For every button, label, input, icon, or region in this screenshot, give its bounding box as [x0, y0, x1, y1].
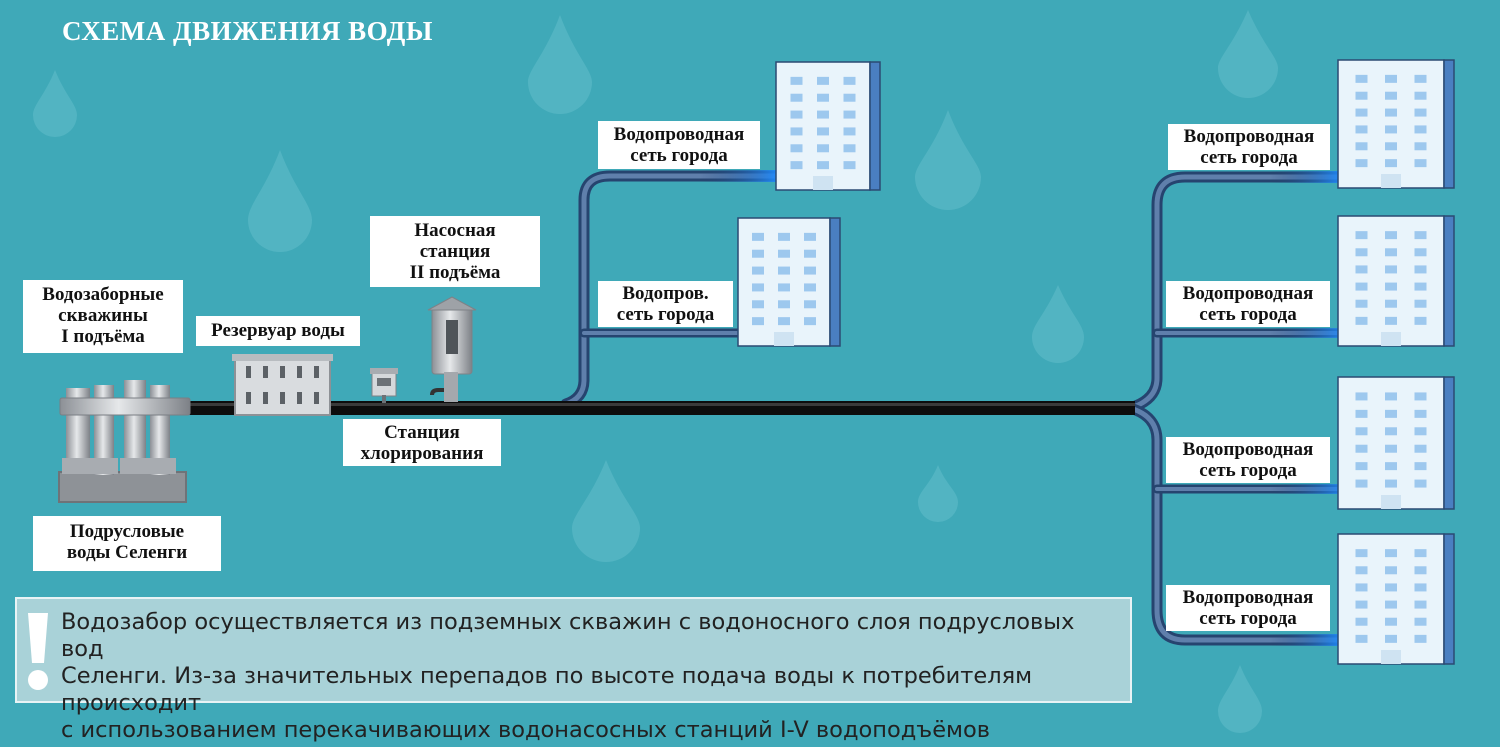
- city-buildings: [737, 59, 1455, 665]
- city-network-label-line: Водопров.: [622, 283, 709, 304]
- building-icon: [1337, 533, 1455, 665]
- droplet-icon: [248, 150, 312, 252]
- city-network-label-line: сеть города: [616, 304, 715, 325]
- wells-illustration: [58, 380, 191, 503]
- info-note-line: Водозабор осуществляется из подземных ск…: [61, 609, 1075, 662]
- droplet-icon: [528, 15, 592, 114]
- droplet-icon: [1218, 665, 1262, 733]
- exclamation-icon: [28, 613, 48, 690]
- info-note-text: Водозабор осуществляется из подземных ск…: [61, 609, 1121, 744]
- reservoir-illustration: [232, 354, 333, 416]
- reservoir-label: Резервуар воды: [196, 316, 360, 346]
- underground-water-label: Подрусловые воды Селенги: [33, 516, 221, 571]
- pump-station-label-line: станция: [419, 241, 491, 262]
- city-network-label-line: Водопроводная: [1182, 439, 1314, 460]
- building-icon: [775, 61, 881, 191]
- chlorination-label: Станция хлорирования: [343, 419, 501, 466]
- wells-label-line: Водозаборные: [42, 284, 164, 305]
- droplet-decorations: [33, 10, 1278, 733]
- city-network-label: Водопроводная сеть города: [1168, 124, 1330, 170]
- building-icon: [1337, 215, 1455, 347]
- info-note: Водозабор осуществляется из подземных ск…: [15, 597, 1132, 743]
- city-network-label-line: Водопроводная: [1182, 587, 1314, 608]
- branch-pipes-left: [560, 170, 782, 410]
- wells-label-line: скважины: [58, 305, 148, 326]
- pump-station-illustration: [427, 296, 477, 402]
- info-note-line: с использованием перекачивающих водонасо…: [61, 717, 991, 743]
- city-network-label-line: сеть города: [1200, 147, 1298, 168]
- droplet-icon: [572, 460, 640, 562]
- city-network-label-line: сеть города: [1199, 304, 1297, 325]
- building-icon: [1337, 59, 1455, 189]
- city-network-label-line: Водопроводная: [1183, 126, 1315, 147]
- underground-water-label-line: воды Селенги: [66, 542, 188, 563]
- droplet-icon: [915, 110, 981, 210]
- city-network-label-line: сеть города: [1199, 460, 1297, 481]
- chlorination-illustration: [370, 368, 398, 403]
- city-network-label-line: Водопроводная: [1182, 283, 1314, 304]
- reservoir-label-line: Резервуар воды: [211, 320, 345, 341]
- wells-label-line: I подъёма: [61, 326, 145, 347]
- droplet-icon: [1218, 10, 1278, 98]
- city-network-label: Водопроводная сеть города: [1166, 281, 1330, 327]
- branch-pipes-right: [1124, 171, 1346, 646]
- pump-station-label: Насосная станция II подъёма: [370, 216, 540, 287]
- chlorination-label-line: хлорирования: [360, 443, 484, 464]
- droplet-icon: [1032, 285, 1084, 363]
- pump-station-label-line: II подъёма: [409, 262, 501, 283]
- city-network-short-label: Водопров. сеть города: [598, 281, 733, 327]
- info-note-line: Селенги. Из-за значительных перепадов по…: [61, 663, 1033, 716]
- building-icon: [737, 217, 841, 347]
- building-icon: [1337, 376, 1455, 510]
- wells-label: Водозаборные скважины I подъёма: [23, 280, 183, 353]
- underground-water-label-line: Подрусловые: [69, 521, 185, 542]
- city-network-label: Водопроводная сеть города: [1166, 585, 1330, 631]
- city-network-label-line: сеть города: [630, 145, 728, 166]
- chlorination-label-line: Станция: [384, 422, 460, 443]
- city-network-label: Водопроводная сеть города: [598, 121, 760, 169]
- droplet-icon: [918, 465, 958, 522]
- diagram-title: СХЕМА ДВИЖЕНИЯ ВОДЫ: [62, 16, 433, 46]
- droplet-icon: [33, 70, 77, 137]
- main-pipe: [185, 401, 1135, 415]
- pump-station-label-line: Насосная: [414, 220, 496, 241]
- city-network-label: Водопроводная сеть города: [1166, 437, 1330, 483]
- city-network-label-line: Водопроводная: [613, 124, 745, 145]
- city-network-label-line: сеть города: [1199, 608, 1297, 629]
